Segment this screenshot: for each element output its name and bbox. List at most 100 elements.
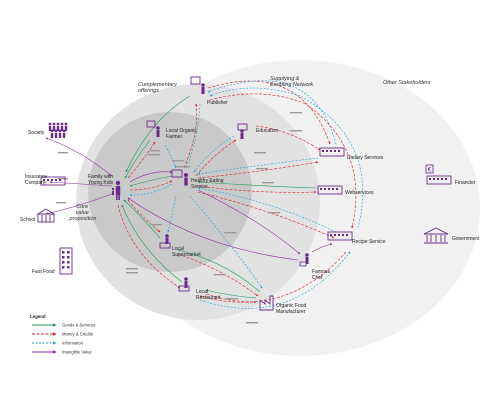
node-society[interactable]: Society	[28, 122, 68, 138]
node-label-local-farmer: Local Organic Farmer	[166, 128, 198, 140]
flow-information-recipe-publisher	[209, 87, 364, 229]
node-organic-manufacturer[interactable]: Organic Food Manufacturer	[259, 295, 308, 315]
legend-label-money: Money & Credits	[62, 332, 93, 337]
node-webservices[interactable]: Webservices	[317, 185, 374, 196]
flow-goods-healthy-family	[129, 175, 173, 187]
node-insurance-company[interactable]: Insurance Company	[25, 174, 66, 186]
flow-label-mark	[262, 182, 274, 184]
flow-goods-manufacturer-restaurant	[205, 289, 257, 299]
node-family[interactable]: Family with Young Kids	[88, 174, 121, 200]
flow-label-mark	[254, 152, 266, 154]
node-label-education: Education	[256, 128, 278, 134]
flow-label-mark	[172, 160, 184, 162]
network-zones	[76, 60, 480, 356]
node-publisher[interactable]: Publisher	[190, 76, 228, 106]
flow-goods-manufacturer-supermarket	[177, 249, 261, 293]
node-recipe-service[interactable]: Recipe Service	[327, 231, 386, 245]
flow-label-mark	[290, 130, 302, 132]
node-label-family: Family with Young Kids	[88, 174, 114, 186]
node-financier[interactable]: € Financier	[425, 164, 476, 186]
node-dietary-services[interactable]: Dietary Services	[319, 147, 384, 161]
node-label-school: School	[20, 217, 35, 223]
node-label-recipe-service: Recipe Service	[352, 239, 386, 245]
flow-money-family-restaurant	[117, 204, 181, 289]
government-building-icon	[423, 227, 449, 244]
family-icon	[111, 180, 121, 200]
euro-icon: €	[425, 164, 434, 174]
flow-money-family-supermarket	[127, 199, 161, 233]
node-local-farmer[interactable]: Local Organic Farmer	[146, 120, 198, 140]
node-fast-food[interactable]: Fast Food	[32, 247, 73, 275]
zone-label-core: Core value proposition	[69, 204, 97, 222]
flow-intangible-healthy-chef	[197, 189, 301, 255]
flow-money-healthy-webservices	[197, 185, 317, 194]
node-label-government: Government	[452, 236, 480, 242]
flow-label-mark	[58, 178, 68, 180]
legend-label-information: Information	[62, 341, 84, 346]
node-healthy-eating-service[interactable]: Healthy Eating Service	[171, 169, 225, 190]
flow-money-recipe-restaurant	[199, 251, 347, 303]
flow-goods-supermarket-family	[123, 199, 161, 239]
node-government[interactable]: Government	[423, 227, 480, 244]
flow-money-healthy-education	[195, 139, 237, 177]
people-group-icon	[48, 122, 68, 138]
flow-money-restaurant-manufacturer	[205, 293, 257, 304]
flow-label-mark	[268, 212, 280, 214]
legend-title: Legend	[30, 314, 46, 319]
node-label-dietary-services: Dietary Services	[347, 155, 384, 161]
waiter-icon	[178, 277, 190, 292]
flow-information-publisher-healthy	[185, 103, 201, 169]
node-label-organic-manufacturer: Organic Food Manufacturer	[276, 303, 308, 315]
flow-information-education-healthy	[193, 135, 235, 173]
flow-information-healthy-manufacturer	[189, 195, 263, 289]
flow-money-publisher-dietary	[207, 80, 331, 145]
node-label-webservices: Webservices	[345, 190, 374, 196]
building-icon	[59, 247, 73, 275]
legend-label-intangible: Intangible Value	[62, 350, 92, 355]
node-label-famous-chef: Famous Chef	[312, 269, 331, 281]
flow-intangible-family-society	[45, 137, 113, 177]
node-label-local-supermarket: Local Supermarket	[172, 246, 201, 258]
flow-information-healthy-family	[129, 183, 173, 197]
office-building-icon	[319, 147, 345, 157]
node-school[interactable]: School	[20, 208, 56, 223]
chef-icon	[299, 253, 309, 267]
flow-money-family-farmer	[127, 141, 156, 179]
node-local-supermarket[interactable]: Local Supermarket	[159, 234, 201, 258]
flow-label-mark	[56, 202, 66, 204]
node-local-restaurant[interactable]: Local Restaurant	[178, 277, 221, 301]
flow-money-healthy-publisher	[183, 103, 198, 169]
flow-label-mark	[126, 268, 138, 270]
farmer-icon	[146, 120, 160, 137]
office-building-icon	[40, 176, 66, 186]
presenter-icon	[190, 76, 205, 94]
flow-money-education-dietary	[255, 125, 321, 151]
office-building-icon	[317, 185, 343, 195]
node-label-fast-food: Fast Food	[32, 269, 55, 275]
office-building-icon	[426, 175, 452, 185]
zone-label-other-stakeholders: Other Stakeholders	[383, 80, 431, 86]
flow-label-mark	[150, 150, 160, 152]
node-label-financier: Financier	[455, 180, 476, 186]
flow-information-healthy-supermarket	[167, 195, 177, 233]
flow-label-mark	[256, 168, 268, 170]
flow-information-restaurant-recipe	[199, 251, 351, 309]
flow-information-dietary-publisher	[207, 80, 337, 145]
core-zone-ellipse	[88, 112, 252, 272]
node-education[interactable]: Education	[237, 123, 278, 139]
legend-label-goods: Goods & Services	[62, 323, 96, 328]
node-label-publisher: Publisher	[207, 100, 228, 106]
teacher-icon	[237, 123, 248, 139]
school-building-icon	[36, 208, 56, 223]
node-famous-chef[interactable]: Famous Chef	[299, 253, 331, 281]
flow-label-mark	[126, 272, 138, 274]
flow-label-mark	[176, 166, 190, 168]
flow-money-supermarket-manufacturer	[177, 253, 259, 297]
flow-label-mark	[150, 224, 162, 226]
node-label-local-restaurant: Local Restaurant	[196, 289, 221, 301]
shopkeeper-icon	[159, 234, 171, 249]
flow-goods-webservices-healthy	[197, 180, 317, 189]
